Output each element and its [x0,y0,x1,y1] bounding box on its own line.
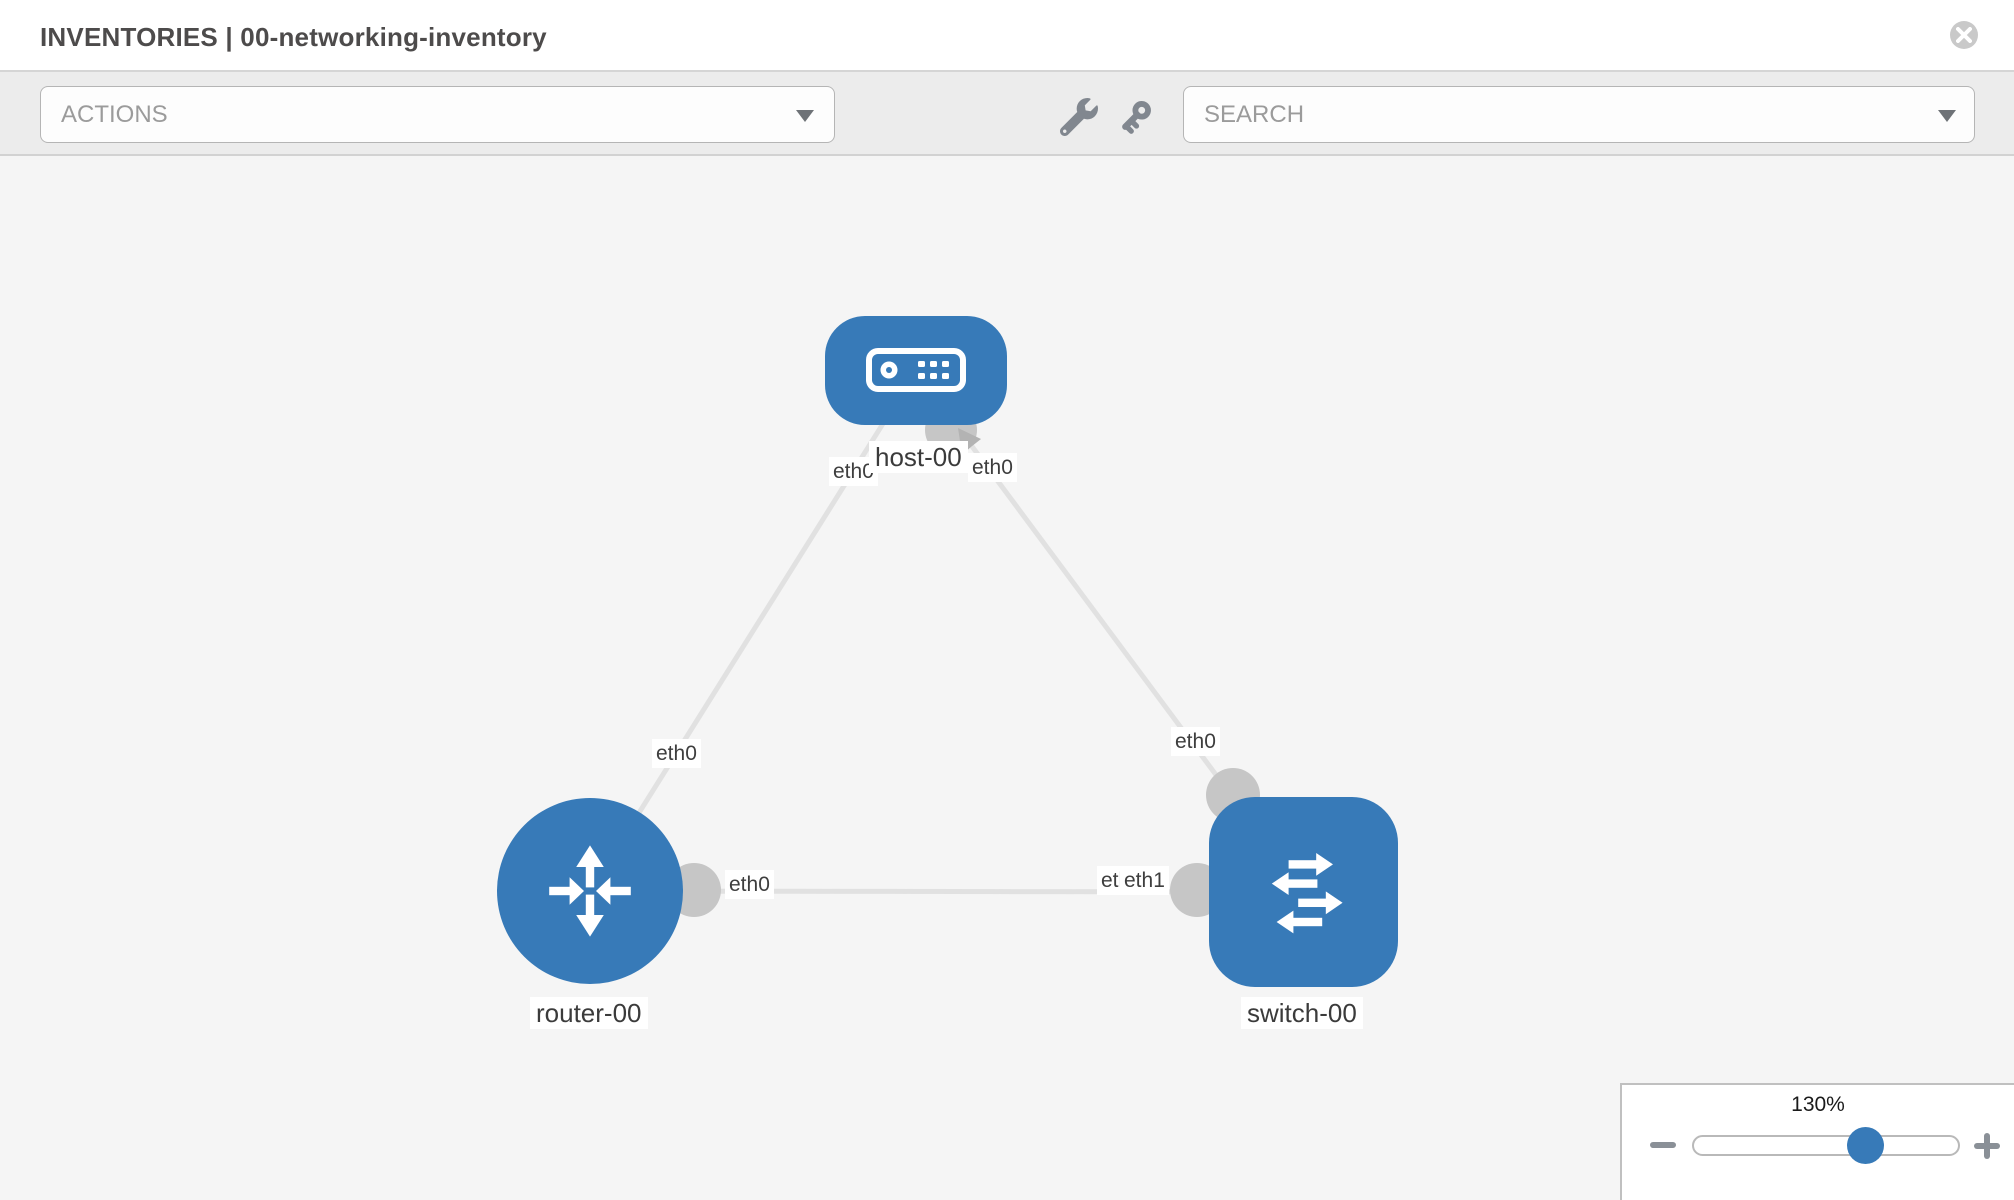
chevron-down-icon [1938,110,1956,122]
interface-label: eth1 [1120,866,1169,895]
search-input[interactable] [1183,86,1975,143]
interface-label: eth0 [725,870,774,899]
key-icon [1122,101,1151,134]
node-switch-00[interactable] [1209,797,1398,987]
switch-icon [1271,853,1343,934]
topology-links-layer [587,369,1306,917]
wrench-icon [1059,98,1098,137]
interface-label: eth0 [652,739,701,768]
node-label-router-00: router-00 [530,997,648,1029]
close-icon [1956,27,1972,43]
actions-dropdown[interactable]: ACTIONS [40,86,835,143]
credentials-button[interactable] [1116,98,1154,136]
header: INVENTORIES | 00-networking-inventory [0,0,2014,70]
node-label-switch-00: switch-00 [1241,997,1363,1029]
topology-canvas[interactable]: eth0 eth0 eth0 eth0 eth0 eth0 eth1 host-… [0,156,2014,1200]
zoom-out-button[interactable] [1650,1142,1676,1148]
zoom-slider-track[interactable] [1692,1135,1960,1156]
node-router-00[interactable] [497,798,683,984]
close-button[interactable] [1950,21,1978,49]
zoom-in-button[interactable] [1974,1133,2000,1159]
actions-dropdown-label: ACTIONS [61,101,168,128]
node-host-00[interactable] [825,316,1007,425]
node-label-host-00: host-00 [869,441,968,473]
interface-label: eth0 [1171,727,1220,756]
chevron-down-icon [796,110,814,122]
zoom-slider-thumb[interactable] [1847,1127,1884,1164]
page-title: INVENTORIES | 00-networking-inventory [40,22,547,52]
router-icon [549,845,631,937]
host-icon [866,348,966,392]
zoom-panel: 130% [1620,1083,2014,1200]
configure-button[interactable] [1059,98,1098,137]
zoom-level: 130% [1791,1093,1845,1116]
interface-label: eth0 [968,453,1017,482]
